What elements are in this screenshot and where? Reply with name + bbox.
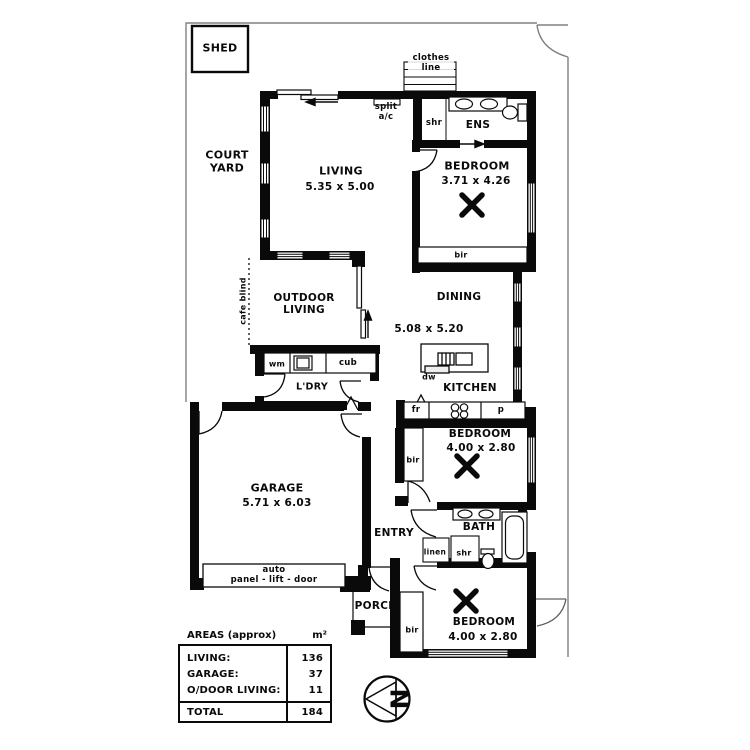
dim-label-living: 5.35 x 5.00	[305, 180, 375, 193]
area-row-value: 136	[301, 652, 323, 664]
door-bath	[410, 509, 437, 538]
kitchen-bench-icon	[403, 401, 526, 420]
area-row-label: O/DOOR LIVING:	[187, 684, 281, 696]
area-row-value: 11	[308, 684, 323, 696]
shower-bath	[450, 535, 480, 563]
room-label-garage: GARAGE	[250, 481, 304, 495]
door-bedroom2	[407, 480, 431, 503]
area-row-label: GARAGE:	[187, 668, 239, 680]
fixture-label-dishwasher: dw	[422, 372, 436, 382]
dim-label-bedroom3: 4.00 x 2.80	[448, 630, 518, 643]
laundry-bench-icon	[263, 352, 377, 374]
ceiling-fan-icon	[454, 453, 480, 479]
fixture-label-shower-ens: shr	[425, 118, 443, 129]
island-bench-icon	[420, 343, 489, 374]
ens-toilet-icon	[501, 103, 528, 122]
fixture-label-cafe-blind: cafe blind	[238, 277, 248, 325]
dim-label-garage: 5.71 x 6.03	[242, 496, 312, 509]
ceiling-fan-icon	[453, 588, 479, 614]
doors	[198, 149, 567, 627]
split-ac-icon	[373, 98, 401, 106]
fixture-label-garage-door-2: panel - lift - door	[230, 575, 318, 586]
fixtures	[202, 61, 528, 653]
room-label-bedroom3: BEDROOM	[452, 615, 516, 628]
areas-table-unit: m²	[312, 630, 327, 641]
fixture-label-garage-door-1: auto	[262, 565, 286, 576]
area-row-label: LIVING:	[187, 652, 231, 664]
fixture-label-robe-bedroom3: bir	[405, 625, 419, 635]
arrow-up-icon	[363, 309, 373, 338]
room-label-bath: BATH	[462, 520, 496, 533]
fixture-label-split-ac: split a/c	[374, 102, 398, 122]
room-label-porch: PORCH	[354, 599, 398, 612]
area-row-value: 37	[308, 668, 323, 680]
shed-outline	[190, 24, 250, 74]
cooktop-icon	[450, 403, 469, 419]
room-label-shed: SHED	[202, 41, 238, 55]
room-label-dining: DINING	[436, 290, 482, 303]
table-row: O/DOOR LIVING: 11	[180, 682, 330, 698]
room-label-living: LIVING	[319, 164, 363, 178]
room-label-entry: ENTRY	[374, 526, 414, 539]
dim-label-bedroom1: 3.71 x 4.26	[441, 174, 511, 187]
ens-vanity-icon	[448, 96, 508, 112]
sliding-doors	[276, 89, 367, 339]
areas-table-divider	[286, 646, 289, 721]
bath-vanity-icon	[452, 507, 501, 521]
door-bedroom1	[412, 149, 438, 173]
door-garage-internal	[340, 413, 362, 438]
bathtub-icon	[501, 511, 528, 564]
fixture-label-washing-machine: wm	[268, 359, 286, 369]
area-total-label: TOTAL	[187, 706, 224, 718]
dim-label-bedroom2: 4.00 x 2.80	[446, 441, 516, 454]
property-boundary	[185, 22, 569, 657]
fixture-label-fridge: fr	[411, 405, 421, 416]
robe-bedroom2	[403, 427, 424, 482]
door-bedroom3	[413, 565, 437, 591]
table-total-row: TOTAL 184	[180, 703, 330, 721]
fixture-label-robe-bedroom1: bir	[454, 250, 468, 260]
area-total-value: 184	[301, 706, 323, 718]
compass-north-label: N	[385, 689, 414, 710]
fixture-label-cupboard: cub	[338, 358, 358, 369]
door-laundry-east	[339, 380, 361, 403]
room-label-laundry: L'DRY	[295, 381, 329, 393]
direction-arrows	[304, 97, 486, 338]
room-label-bedroom1: BEDROOM	[444, 159, 510, 173]
arrow-left-icon	[304, 97, 338, 107]
door-courtyard-garage	[198, 410, 223, 435]
ceiling-fans	[453, 192, 485, 614]
areas-table: AREAS (approx) m² LIVING: 136 GARAGE: 37…	[178, 630, 332, 723]
robe-bedroom1	[417, 246, 528, 264]
dim-label-dining: 5.08 x 5.20	[394, 322, 464, 335]
compass-icon: N	[363, 675, 414, 723]
fixture-label-robe-bedroom2: bir	[406, 455, 420, 465]
room-label-outdoor-living: OUTDOOR LIVING	[273, 291, 335, 316]
bath-toilet-icon	[480, 548, 495, 570]
room-label-court-yard: COURT YARD	[205, 148, 249, 174]
room-label-ens: ENS	[465, 118, 491, 131]
fixture-label-linen: linen	[423, 547, 447, 557]
door-laundry-west	[263, 373, 286, 398]
fixture-label-pantry: p	[497, 405, 505, 416]
fixture-label-shower-bath: shr	[456, 548, 472, 558]
table-row: LIVING: 136	[180, 650, 330, 666]
fixture-label-clothes-line: clothes line	[408, 53, 454, 74]
arrow-right-icon	[459, 139, 486, 149]
ceiling-fan-icon	[459, 192, 485, 218]
robe-bedroom3	[399, 591, 424, 653]
door-front-entry	[368, 566, 390, 592]
gate-side-fence	[536, 598, 567, 627]
porch-outline	[352, 592, 398, 628]
room-label-bedroom2: BEDROOM	[448, 427, 512, 440]
table-row: GARAGE: 37	[180, 666, 330, 682]
linen-cupboard	[422, 537, 450, 563]
room-label-kitchen: KITCHEN	[443, 381, 497, 394]
areas-table-title: AREAS (approx)	[187, 630, 277, 641]
garage-door-panel	[202, 563, 346, 588]
